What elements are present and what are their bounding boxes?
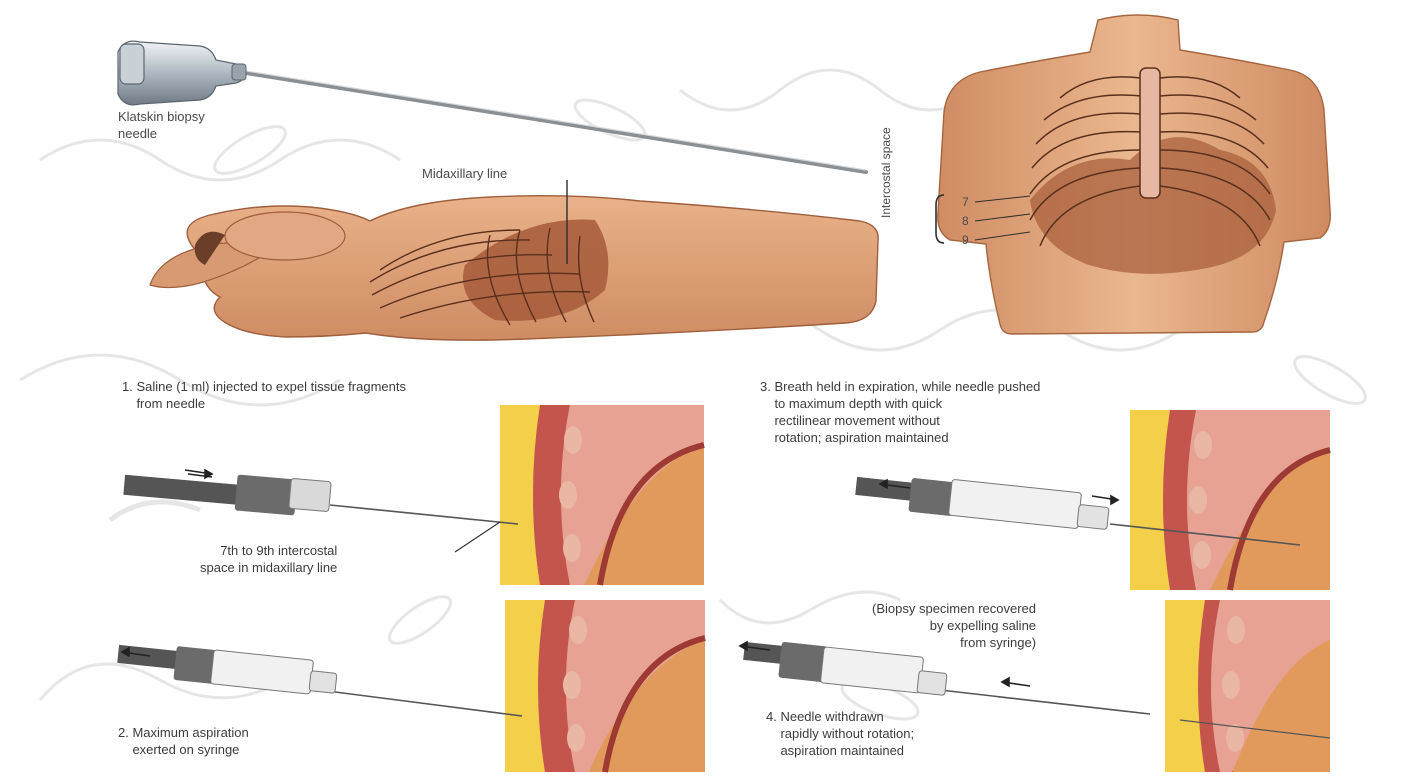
step1-caption: 1. Saline (1 ml) injected to expel tissu… [122,378,406,412]
step1-syringe [123,474,518,552]
step4-tissue-panel [1165,600,1330,772]
upright-torso [936,15,1330,334]
rib-7-label: 7 [962,194,969,211]
midaxillary-line-label: Midaxillary line [422,165,507,182]
step1-tissue-panel [500,405,704,585]
intercostal-space-label: Intercostal space [878,127,895,218]
needle-label: Klatskin biopsy needle [118,108,205,142]
recovered-caption: (Biopsy specimen recovered by expelling … [872,600,1036,651]
step4-caption: 4. Needle withdrawn rapidly without rota… [766,708,914,759]
supine-patient [150,180,878,340]
step2-syringe [117,645,522,716]
step3-tissue-panel [1130,410,1330,590]
rib-8-label: 8 [962,213,969,230]
step3-caption: 3. Breath held in expiration, while need… [760,378,1040,446]
step2-caption: 2. Maximum aspiration exerted on syringe [118,724,249,758]
rib-9-label: 9 [962,232,969,249]
step2-tissue-panel [505,600,705,772]
site-caption: 7th to 9th intercostal space in midaxill… [200,542,337,576]
